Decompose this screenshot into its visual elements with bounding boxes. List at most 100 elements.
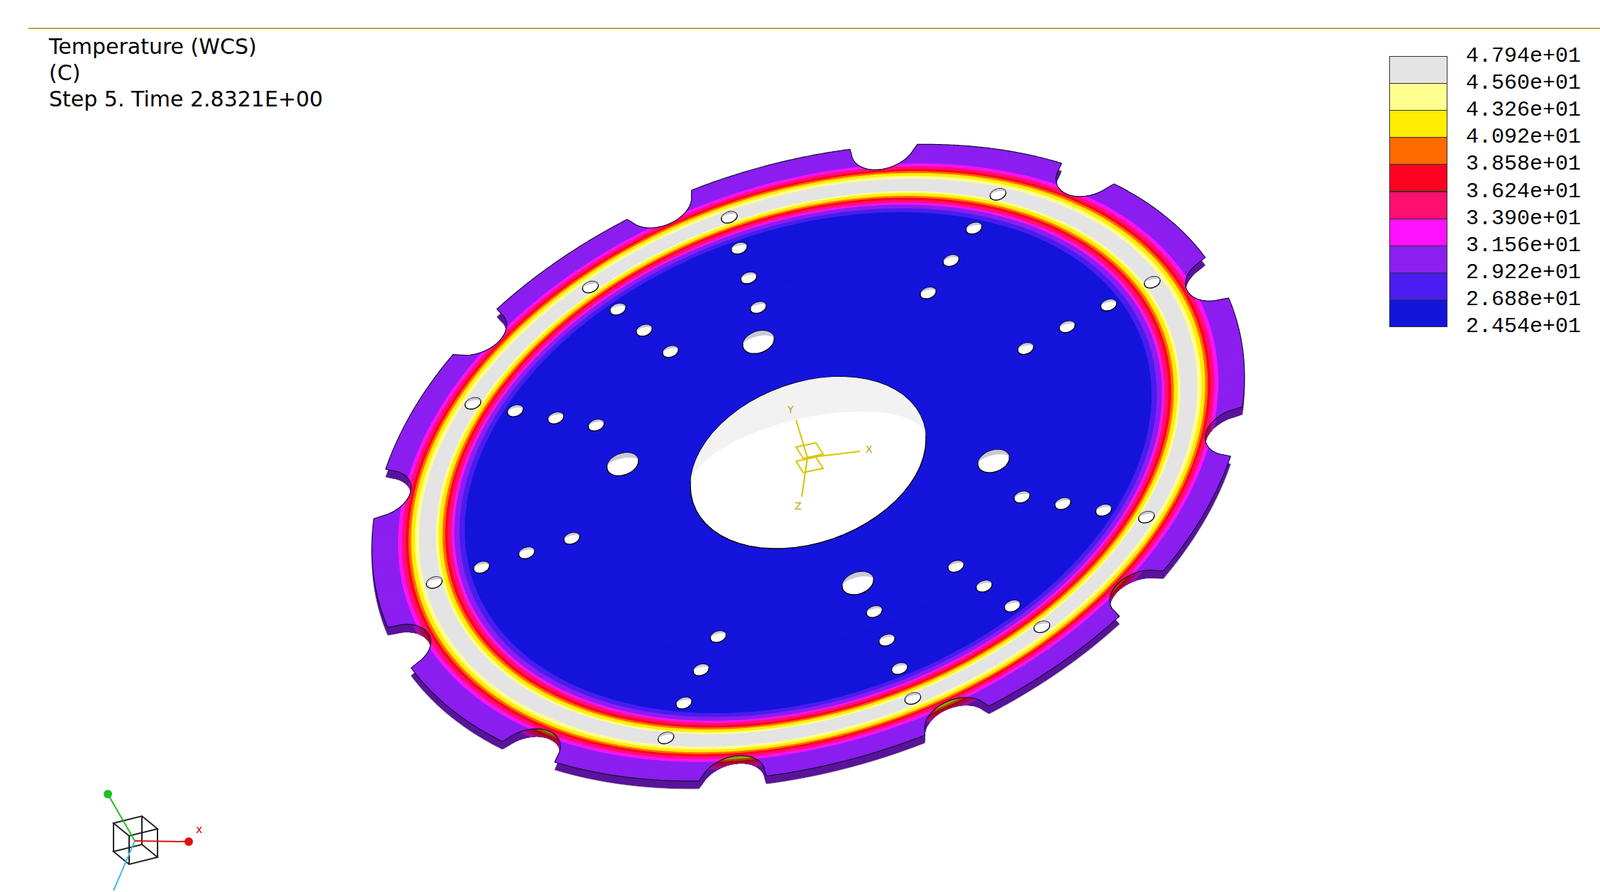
temperature-band — [527, 258, 1090, 668]
hole-wall — [1055, 498, 1071, 506]
temperature-band — [407, 170, 1210, 756]
temperature-band — [396, 170, 1220, 771]
temperature-band — [493, 233, 1124, 693]
temperature-band — [523, 255, 1093, 671]
disc-outline — [371, 144, 1245, 781]
temperature-band — [379, 149, 1237, 775]
temperature-band — [508, 243, 1109, 682]
hole — [866, 605, 882, 618]
temperature-band — [489, 230, 1127, 696]
hole — [693, 664, 709, 676]
temperature-band — [542, 268, 1075, 657]
temperature-band — [447, 199, 1169, 726]
hole-wall — [947, 560, 964, 568]
hole-wall — [1059, 321, 1075, 329]
temperature-band — [509, 244, 1108, 682]
temperature-band — [456, 206, 1160, 719]
temperature-band — [497, 236, 1119, 690]
temperature-band — [421, 188, 1195, 753]
hole-wall — [742, 330, 775, 345]
temperature-band — [416, 184, 1201, 757]
temperature-band — [398, 163, 1219, 762]
temperature-band — [401, 173, 1215, 767]
hole-wall — [465, 397, 482, 405]
temperature-band — [446, 198, 1171, 727]
hole-wall — [662, 345, 679, 353]
hole — [842, 571, 874, 595]
hole-wall — [977, 449, 1009, 465]
temperature-band — [420, 187, 1196, 754]
legend-value: 4.092e+01 — [1465, 124, 1581, 150]
temperature-band — [417, 177, 1200, 748]
hole — [588, 419, 604, 431]
hole — [547, 412, 564, 424]
hole-wall — [750, 301, 767, 309]
temperature-band — [545, 271, 1070, 654]
temperature-band — [410, 173, 1205, 753]
hole — [1004, 600, 1021, 612]
temperature-band — [437, 192, 1180, 734]
legend-swatch — [1389, 218, 1448, 247]
temperature-band — [403, 167, 1213, 759]
hole — [942, 254, 959, 267]
temperature-band — [486, 227, 1131, 698]
temperature-band — [520, 253, 1095, 672]
hole-wall — [842, 571, 874, 587]
temperature-band — [534, 262, 1083, 662]
legend-value: 3.156e+01 — [1465, 232, 1581, 259]
temperature-band — [433, 189, 1184, 737]
holes — [426, 188, 1161, 744]
temperature-band — [378, 156, 1239, 785]
hole — [1033, 620, 1050, 633]
temperature-band — [455, 205, 1161, 721]
hole — [721, 211, 738, 223]
hole — [690, 376, 926, 549]
hole — [989, 188, 1006, 201]
temperature-band — [388, 164, 1228, 777]
temperature-band — [374, 146, 1243, 780]
temperature-band — [501, 239, 1116, 687]
hole-wall — [1138, 511, 1155, 519]
temperature-band — [530, 259, 1087, 666]
temperature-band — [410, 180, 1205, 760]
legend-value: 4.560e+01 — [1465, 70, 1581, 96]
temperature-band — [463, 211, 1153, 715]
hole-wall — [1101, 299, 1117, 307]
hole — [610, 303, 626, 316]
temperature-band — [371, 151, 1245, 789]
hole — [1144, 276, 1161, 289]
legend-swatch — [1389, 109, 1448, 138]
temperature-band — [450, 201, 1167, 724]
legend-swatch — [1389, 56, 1448, 84]
temperature-band — [425, 183, 1192, 743]
temperature-band — [519, 251, 1097, 673]
temperature-band — [525, 256, 1092, 670]
temperature-band — [373, 145, 1244, 781]
temperature-band — [536, 264, 1080, 661]
temperature-band — [415, 175, 1202, 750]
temperature-band — [451, 202, 1166, 723]
hole — [742, 330, 775, 354]
temperature-band — [400, 165, 1217, 760]
hole-wall — [606, 452, 638, 467]
temperature-band — [500, 237, 1117, 687]
temperature-band — [449, 200, 1168, 725]
temperature-band — [387, 163, 1229, 778]
top-rule — [28, 27, 1600, 30]
hole — [564, 532, 580, 545]
hole-wall — [891, 662, 908, 670]
hole — [1101, 299, 1117, 311]
legend-value: 4.794e+01 — [1465, 43, 1581, 69]
temperature-band — [426, 184, 1190, 741]
temperature-band — [391, 158, 1226, 768]
temperature-band — [395, 169, 1222, 772]
temperature-band — [543, 269, 1074, 657]
legend-swatch — [1389, 136, 1448, 165]
temperature-band — [393, 167, 1224, 774]
temperature-band — [460, 209, 1156, 716]
temperature-band — [376, 154, 1241, 786]
legend-value: 2.922e+01 — [1465, 259, 1581, 286]
hole-wall — [1144, 276, 1161, 284]
temperature-band — [471, 217, 1146, 709]
temperature-band — [488, 229, 1129, 697]
